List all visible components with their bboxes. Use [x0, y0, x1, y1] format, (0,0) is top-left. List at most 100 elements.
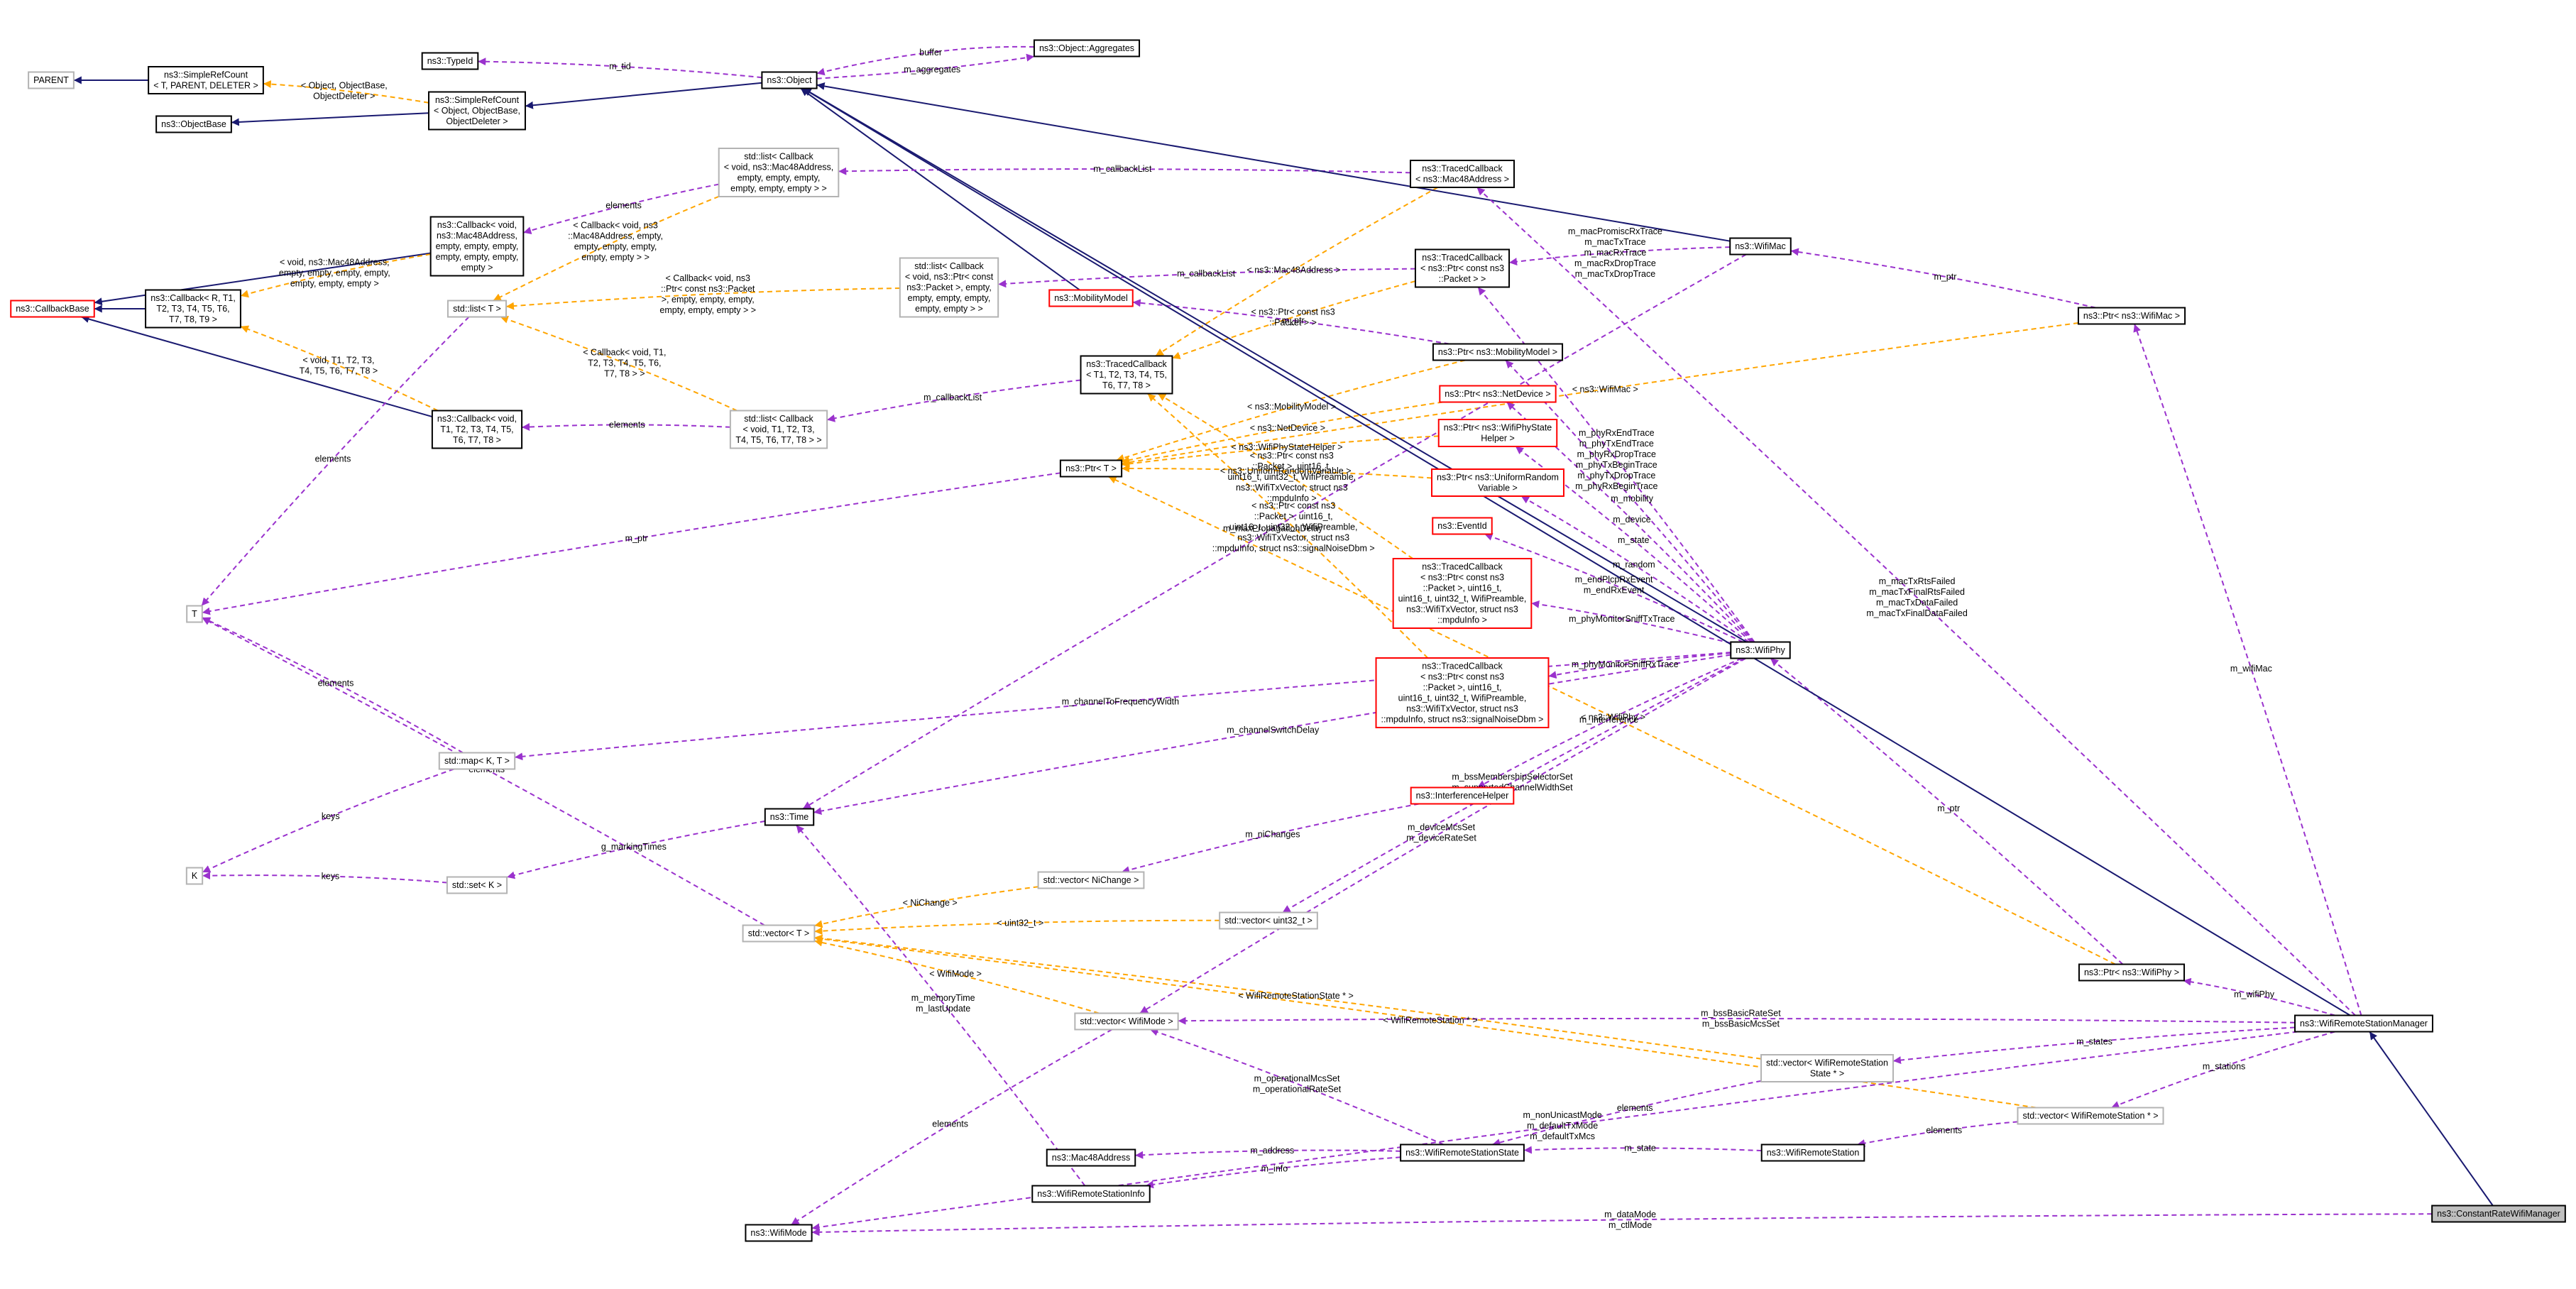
node-ptr-wifi-mac[interactable]: ns3::Ptr< ns3::WifiMac > — [2077, 307, 2186, 325]
node-callback-base[interactable]: ns3::CallbackBase — [10, 300, 95, 318]
edge-label-line: empty, empty, empty, — [574, 242, 657, 252]
node-parent[interactable]: PARENT — [28, 71, 75, 89]
node-callback-t1[interactable]: ns3::Callback< void,T1, T2, T3, T4, T5,T… — [431, 410, 523, 449]
node-ptr-uniform-random[interactable]: ns3::Ptr< ns3::UniformRandomVariable > — [1431, 468, 1564, 497]
node-type-id[interactable]: ns3::TypeId — [421, 52, 479, 70]
node-box — [761, 71, 818, 89]
edge-label-line: < Callback< void, ns3 — [573, 221, 658, 231]
node-callback-mac48[interactable]: ns3::Callback< void,ns3::Mac48Address,em… — [429, 216, 525, 277]
edge-ptr-wifi-phy-to-wifi-phy — [1770, 657, 2124, 965]
node-box — [431, 410, 523, 449]
node-list-packet[interactable]: std::list< Callback< void, ns3::Ptr< con… — [899, 257, 999, 318]
node-ptr-wifi-phy-state-helper[interactable]: ns3::Ptr< ns3::WifiPhyStateHelper > — [1437, 419, 1558, 447]
node-vector-ni-change[interactable]: std::vector< NiChange > — [1037, 871, 1145, 889]
node-src-obj[interactable]: ns3::SimpleRefCount< Object, ObjectBase,… — [428, 91, 526, 131]
node-mobility-model[interactable]: ns3::MobilityModel — [1048, 289, 1134, 307]
node-ptr-mobility-model[interactable]: ns3::Ptr< ns3::MobilityModel > — [1432, 343, 1564, 361]
node-label-line: < ns3::Ptr< const ns3 — [1420, 263, 1504, 273]
edge-label-line: < uint32_t > — [997, 918, 1043, 928]
node-ptr-net-device[interactable]: ns3::Ptr< ns3::NetDevice > — [1439, 385, 1557, 403]
edge-label-line: m_macTxTrace — [1584, 237, 1645, 247]
node-map-kt[interactable]: std::map< K, T > — [438, 752, 516, 770]
node-tc-monitor-rx[interactable]: ns3::TracedCallback< ns3::Ptr< const ns3… — [1375, 657, 1550, 728]
edge-label-line: ::Ptr< const ns3::Packet — [661, 284, 755, 294]
node-vector-t[interactable]: std::vector< T > — [742, 924, 816, 943]
node-label-line: empty, empty, empty > > — [730, 184, 827, 194]
node-label-line: ns3::Ptr< ns3::MobilityModel > — [1438, 347, 1557, 357]
edge-label-line: m_phyTxBeginTrace — [1576, 460, 1657, 470]
edge-label-line: m_random — [1613, 560, 1655, 570]
edge-labels-layer: < Object, ObjectBase,ObjectDeleter >m_ti… — [279, 48, 2275, 1230]
node-vector-wrs[interactable]: std::vector< WifiRemoteStation * > — [2017, 1107, 2164, 1125]
node-src-t[interactable]: ns3::SimpleRefCount< T, PARENT, DELETER … — [148, 66, 264, 94]
node-box — [1074, 1012, 1179, 1031]
node-object[interactable]: ns3::Object — [761, 71, 818, 89]
node-tc-t1[interactable]: ns3::TracedCallback< T1, T2, T3, T4, T5,… — [1080, 355, 1173, 395]
node-wifi-remote-station[interactable]: ns3::WifiRemoteStation — [1760, 1143, 1865, 1162]
edge-label-line: empty, empty, empty > > — [659, 305, 756, 315]
node-label-line: ns3::Ptr< ns3::NetDevice > — [1445, 389, 1550, 399]
node-ptr-wifi-phy[interactable]: ns3::Ptr< ns3::WifiPhy > — [2078, 963, 2186, 982]
node-object-base[interactable]: ns3::ObjectBase — [155, 115, 232, 133]
node-tc-mac48[interactable]: ns3::TracedCallback< ns3::Mac48Address > — [1409, 160, 1516, 188]
node-vector-wrss[interactable]: std::vector< WifiRemoteStationState * > — [1760, 1054, 1894, 1082]
node-aggregates[interactable]: ns3::Object::Aggregates — [1033, 39, 1141, 57]
node-interference-helper[interactable]: ns3::InterferenceHelper — [1410, 786, 1515, 805]
node-time[interactable]: ns3::Time — [764, 808, 815, 826]
node-label-line: empty, empty, empty, — [436, 241, 519, 251]
node-wifi-remote-station-info[interactable]: ns3::WifiRemoteStationInfo — [1031, 1185, 1151, 1203]
node-list-t[interactable]: std::list< T > — [446, 300, 508, 318]
node-set-k[interactable]: std::set< K > — [446, 876, 508, 894]
node-vector-uint32[interactable]: std::vector< uint32_t > — [1219, 911, 1318, 930]
node-label-line: T2, T3, T4, T5, T6, — [156, 304, 229, 314]
node-wifi-remote-station-manager[interactable]: ns3::WifiRemoteStationManager — [2294, 1014, 2433, 1033]
node-label-line: ns3::WifiRemoteStationManager — [2300, 1019, 2428, 1029]
edge-ptr-mobility-model-to-mobility-model — [1132, 299, 1449, 345]
node-wifi-mac[interactable]: ns3::WifiMac — [1729, 237, 1792, 256]
node-callback-r[interactable]: ns3::Callback< R, T1,T2, T3, T4, T5, T6,… — [145, 289, 241, 329]
edge-label-line: < ns3::WifiPhy > — [1581, 713, 1645, 723]
node-label-line: ns3::SimpleRefCount — [164, 70, 248, 80]
node-list-t1[interactable]: std::list< Callback< void, T1, T2, T3,T4… — [729, 410, 828, 449]
edge-interference-helper-to-vector-ni-change — [1121, 803, 1420, 874]
edge-label-line: m_macTxDataFailed — [1876, 598, 1958, 608]
edge-label-line: m_address — [1250, 1146, 1294, 1156]
edge-list-t1-to-list-t — [500, 315, 738, 412]
node-label-line: < void, ns3::Ptr< const — [905, 272, 994, 282]
edge-label-line: elements — [315, 454, 351, 464]
edge-vector-ni-change-to-vector-t — [814, 886, 1038, 928]
node-t[interactable]: T — [186, 605, 203, 623]
node-wifi-phy[interactable]: ns3::WifiPhy — [1730, 641, 1791, 659]
edge-label-line: < ns3::WifiMac > — [1572, 384, 1638, 394]
edge-label-line: m_info — [1261, 1164, 1288, 1174]
node-tc-packet[interactable]: ns3::TracedCallback< ns3::Ptr< const ns3… — [1414, 248, 1511, 288]
node-event-id[interactable]: ns3::EventId — [1432, 517, 1493, 535]
node-label-line: ::mpduInfo > — [1437, 615, 1487, 625]
edge-label-line: m_nonUnicastMode — [1523, 1110, 1602, 1120]
node-mac48-address[interactable]: ns3::Mac48Address — [1046, 1148, 1136, 1167]
edge-callback-mac48-to-callback-base — [94, 252, 431, 306]
node-wifi-remote-station-state[interactable]: ns3::WifiRemoteStationState — [1400, 1143, 1525, 1162]
node-vector-wifi-mode[interactable]: std::vector< WifiMode > — [1074, 1012, 1179, 1031]
edge-tc-t1-to-list-t1 — [826, 379, 1081, 422]
node-label-line: ns3::WifiMode — [750, 1228, 806, 1238]
edge-label-line: m_ptr — [625, 534, 648, 544]
node-label-line: ns3::Mac48Address, — [437, 231, 517, 241]
node-tc-monitor-tx[interactable]: ns3::TracedCallback< ns3::Ptr< const ns3… — [1392, 558, 1533, 629]
node-k[interactable]: K — [185, 867, 204, 885]
node-box — [438, 752, 516, 770]
edge-label-line: elements — [1926, 1125, 1962, 1135]
edge-wifi-mac-to-tc-packet — [1508, 246, 1731, 266]
node-ptr-t[interactable]: ns3::Ptr< T > — [1059, 459, 1123, 478]
node-box — [148, 66, 264, 94]
node-box — [1031, 1185, 1151, 1203]
node-label-line: ns3::InterferenceHelper — [1416, 791, 1509, 801]
node-wifi-mode[interactable]: ns3::WifiMode — [745, 1224, 813, 1242]
node-constant-rate-wifi-manager[interactable]: ns3::ConstantRateWifiManager — [2431, 1205, 2566, 1223]
node-box — [1219, 911, 1318, 930]
edge-label-line: < ns3::NetDevice > — [1250, 423, 1325, 433]
node-list-mac48[interactable]: std::list< Callback< void, ns3::Mac48Add… — [718, 148, 840, 197]
edge-label-line: m_defaultTxMcs — [1530, 1131, 1595, 1141]
node-box — [10, 300, 95, 318]
node-box — [1729, 237, 1792, 256]
